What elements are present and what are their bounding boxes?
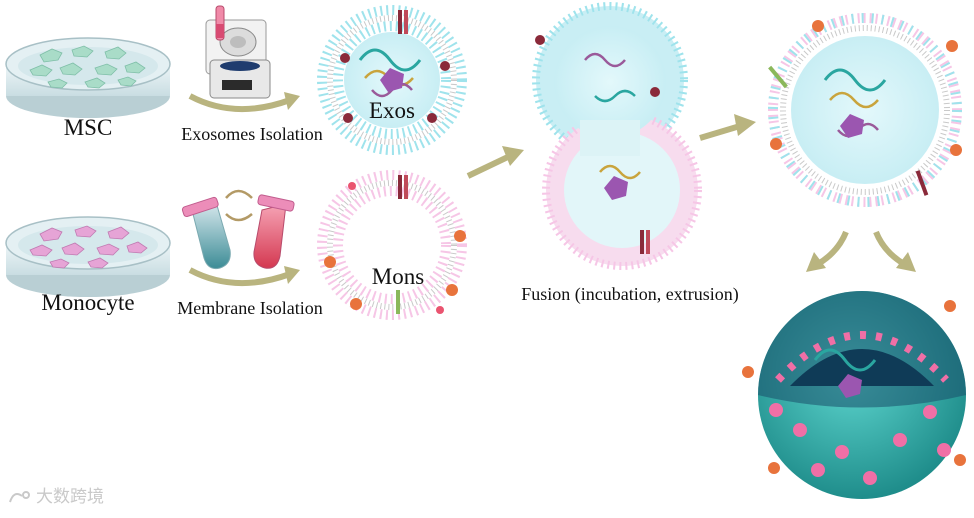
arrowhead-down-left <box>806 252 826 272</box>
msc-petri-dish <box>5 37 171 118</box>
monocyte-label: Monocyte <box>41 290 134 315</box>
fusion-label: Fusion (incubation, extrusion) <box>521 284 738 305</box>
msc-cells <box>29 45 146 89</box>
centrifuge-icon <box>205 5 271 99</box>
watermark-logo-icon <box>9 491 30 503</box>
hybrid-vesicle <box>768 13 962 207</box>
exos-label: Exos <box>369 98 415 123</box>
tubes-icon <box>181 189 295 269</box>
monocyte-membrane-vesicle <box>317 170 467 320</box>
watermark: 大数跨境 <box>36 487 104 507</box>
arrow-to-fusion <box>466 153 512 179</box>
arrow-down-right <box>873 230 906 267</box>
arrow-down-left <box>816 230 849 267</box>
exosomes-isolation-label: Exosomes Isolation <box>181 124 323 144</box>
membrane-isolation-label: Membrane Isolation <box>177 298 322 318</box>
arrow-to-hybrid <box>699 123 741 141</box>
arrow-exosome-isolation <box>188 93 292 113</box>
arrowhead-membrane-isolation <box>284 266 300 284</box>
monocyte-cells <box>29 225 148 269</box>
arrow-membrane-isolation <box>188 267 292 287</box>
arrowhead-to-hybrid <box>734 114 756 136</box>
mons-label: Mons <box>372 264 424 289</box>
msc-label: MSC <box>64 115 113 140</box>
hybrid-sphere-3d <box>742 291 966 499</box>
arrowhead-exosome-isolation <box>284 92 300 110</box>
monocyte-petri-dish <box>5 216 171 297</box>
fusion-vesicle <box>532 2 702 270</box>
arrowhead-down-right <box>896 252 916 272</box>
arrowhead-to-fusion <box>502 146 524 166</box>
exosome-vesicle <box>317 5 467 155</box>
